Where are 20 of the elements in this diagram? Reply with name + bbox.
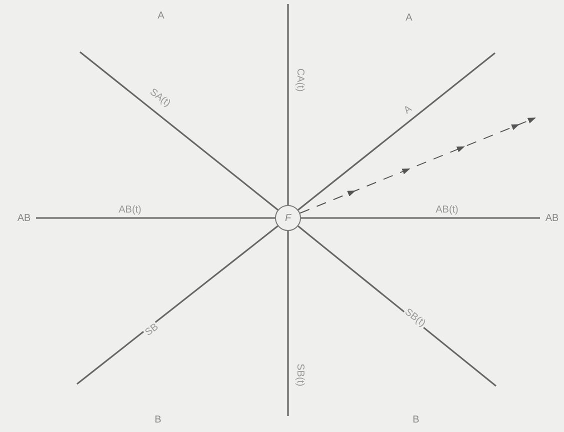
dashed-arrow bbox=[300, 118, 536, 214]
connector-line bbox=[298, 226, 496, 387]
edge-label: SB(t) bbox=[294, 362, 306, 388]
connector-line bbox=[301, 217, 540, 219]
connector-line bbox=[287, 231, 289, 416]
hub-circle: F bbox=[275, 205, 301, 231]
edge-label: AB(t) bbox=[434, 204, 460, 216]
connector-line bbox=[287, 4, 289, 205]
connector-line bbox=[36, 217, 275, 219]
connector-line bbox=[76, 225, 278, 385]
connector-line bbox=[298, 52, 496, 211]
axis-end-label: AB bbox=[12, 211, 36, 225]
region-label: B bbox=[154, 414, 162, 426]
edge-label: CA(t) bbox=[294, 67, 306, 93]
region-label: A bbox=[406, 12, 412, 24]
axis-end-label: AB bbox=[540, 211, 564, 225]
connector-line bbox=[80, 51, 278, 211]
edge-label: AB(t) bbox=[118, 204, 142, 216]
region-label: A bbox=[158, 10, 164, 22]
region-label: B bbox=[412, 414, 420, 426]
